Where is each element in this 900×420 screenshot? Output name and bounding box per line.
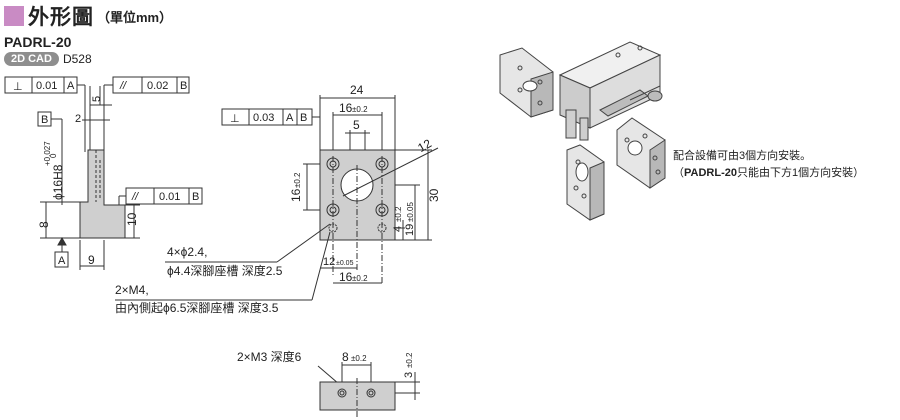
par-tol-bottom: 0.01 — [159, 191, 180, 203]
par-ref-top: B — [180, 80, 187, 92]
dim-9-side: 9 — [88, 253, 95, 267]
dim-3-bottom-tol: ±0.2 — [405, 352, 414, 368]
dim-19: 19 — [404, 224, 416, 236]
dim-bore: ϕ16H8 — [51, 164, 65, 200]
dim-8-bottom-tol: ±0.2 — [351, 354, 367, 363]
dim-10-side: 10 — [125, 212, 139, 226]
par-ref-bottom: B — [192, 191, 199, 203]
side-view: ⊥ 0.01 A // 0.02 B 5 2 B — [4, 76, 203, 270]
dim-12-bottom: 12 — [323, 256, 335, 268]
dim-16-left-tol: ±0.2 — [293, 172, 302, 188]
tolerance-frame-perp-a: ⊥ 0.01 A — [4, 76, 86, 152]
dim-19-tol: ±0.05 — [406, 201, 415, 222]
dim-12-bore: 12 — [415, 136, 434, 155]
notes-line2-model: PADRL-20 — [684, 167, 737, 179]
dim-30: 30 — [427, 188, 441, 202]
notes-line2-prefix: （ — [673, 167, 684, 179]
datum-b: B — [41, 114, 48, 126]
bracket-bottom — [566, 144, 605, 221]
bracket-right — [616, 117, 666, 189]
bracket-left — [499, 47, 554, 118]
dim-8-side: 8 — [37, 221, 51, 228]
cad-code: D528 — [62, 52, 92, 66]
par-tol-top: 0.02 — [147, 80, 168, 92]
dim-24: 24 — [350, 83, 364, 97]
holes-callout-line1: 4×ϕ2.4, — [167, 245, 207, 259]
title-bar: 外形圖 （單位mm） — [4, 3, 172, 29]
datum-a: A — [58, 255, 66, 267]
dim-16-top: 16 — [339, 101, 353, 115]
dim-bore-tol-lower: 0 — [49, 153, 58, 158]
dim-5-side: 5 — [91, 96, 103, 102]
model-number: PADRL-20 — [4, 34, 72, 50]
perp-ab-ref1: A — [286, 112, 294, 124]
bottom-label: 2×M3 深度6 — [237, 349, 302, 364]
bottom-view: 2×M3 深度6 8 ±0.2 3 ±0.2 — [237, 349, 420, 418]
dim-8-bottom: 8 — [342, 350, 349, 364]
cad-row: 2D CAD D528 — [4, 52, 92, 66]
dim-16-bottom: 16 — [339, 270, 353, 284]
cad-badge[interactable]: 2D CAD — [4, 52, 59, 66]
perp-ab-tol: 0.03 — [253, 112, 274, 124]
dim-bore-tol-upper: +0.027 — [43, 141, 52, 166]
holes-callout-line2: ϕ4.4深腳座槽 深度2.5 — [167, 263, 283, 278]
dim-16-top-tol: ±0.2 — [352, 105, 368, 114]
par-symbol-bottom: // — [131, 191, 139, 203]
dim-3-bottom: 3 — [403, 372, 415, 378]
notes-line2: （PADRL-20只能由下方1個方向安裝） — [673, 165, 864, 182]
perp-ab-ref2: B — [300, 112, 307, 124]
front-view: ⊥ 0.03 A B 24 16 ±0.2 5 — [115, 83, 441, 315]
page-title: 外形圖 — [28, 6, 94, 29]
perp-symbol: ⊥ — [13, 81, 23, 93]
notes-line1: 配合設備可由3個方向安裝。 — [673, 150, 812, 162]
installation-notes: 配合設備可由3個方向安裝。 （PADRL-20只能由下方1個方向安裝） — [673, 148, 864, 182]
dim-16-left: 16 — [289, 188, 303, 202]
tolerance-frame-par-bottom: // 0.01 B — [118, 187, 203, 205]
gripper-body — [558, 41, 663, 141]
isometric-illustration — [499, 41, 666, 221]
perp-ab-symbol: ⊥ — [230, 113, 240, 125]
dim-2-side: 2 — [75, 113, 81, 125]
tolerance-frame-perp-ab: ⊥ 0.03 A B — [221, 108, 321, 152]
par-symbol-top: // — [119, 80, 127, 92]
title-accent-square — [4, 6, 24, 26]
unit-label: （單位mm） — [97, 9, 173, 25]
dim-4-tol: ±0.2 — [394, 206, 403, 222]
dim-12-bottom-tol: ±0.05 — [336, 260, 354, 267]
dim-16-bottom-tol: ±0.2 — [352, 274, 368, 283]
taps-callout-line1: 2×M4, — [115, 283, 149, 297]
dim-4: 4 — [392, 226, 404, 232]
taps-callout-line2: 由內側起ϕ6.5深腳座槽 深度3.5 — [115, 300, 279, 315]
perp-tol: 0.01 — [36, 80, 57, 92]
tolerance-frame-par-top: // 0.02 B — [103, 76, 190, 150]
dim-5-front: 5 — [353, 118, 360, 132]
notes-line2-suffix: 只能由下方1個方向安裝） — [736, 167, 865, 179]
perp-ref: A — [67, 80, 75, 92]
